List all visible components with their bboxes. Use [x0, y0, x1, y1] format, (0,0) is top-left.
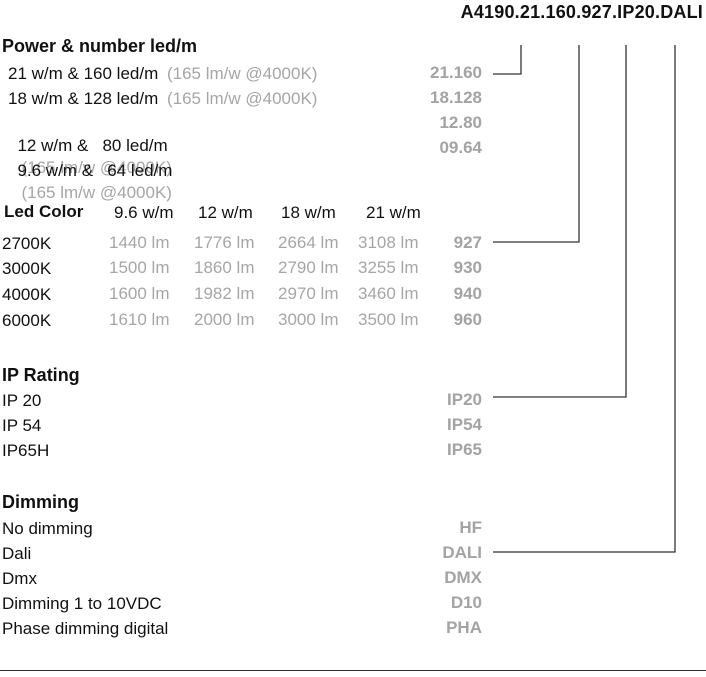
connector-color: [493, 45, 580, 243]
connector-ip: [493, 45, 627, 398]
lumen-cell: 1610 lm: [109, 310, 170, 329]
ip-section-title: IP Rating: [2, 365, 80, 385]
color-row-label: 6000K: [2, 311, 52, 330]
lumen-cell: 1500 lm: [109, 258, 170, 277]
power-row-note: (165 lm/w @4000K): [166, 89, 318, 108]
dimming-code-3: D10: [450, 593, 482, 612]
color-code-1: 930: [453, 258, 482, 277]
lumen-cell: 3108 lm: [358, 233, 419, 252]
color-code-0: 927: [453, 233, 482, 252]
power-section-title: Power & number led/m: [2, 36, 198, 56]
power-row-3: 9.6 w/m & 64 led/m (165 lm/w @4000K): [8, 138, 172, 204]
ip-code-0: IP20: [447, 390, 482, 409]
lumen-cell: 1860 lm: [194, 258, 255, 277]
dimming-code-0: HF: [459, 518, 482, 537]
ip-row-label: IP 20: [2, 391, 42, 410]
dimming-section-title: Dimming: [2, 492, 80, 512]
lumen-cell: 2790 lm: [278, 258, 339, 277]
power-row-label: 21 w/m & 160 led/m: [8, 64, 159, 83]
ip-row-label: IP 54: [2, 416, 42, 435]
power-code-0: 21.160: [430, 63, 482, 82]
lumen-cell: 2664 lm: [278, 233, 339, 252]
power-row-label: 18 w/m & 128 led/m: [8, 89, 159, 108]
dimming-row-label: Dali: [2, 544, 32, 563]
power-code-2: 12.80: [439, 113, 482, 132]
power-row-label: 12 w/m & 80 led/m: [17, 136, 168, 155]
connector-dimming: [493, 45, 676, 553]
lumen-cell: 1600 lm: [109, 284, 170, 303]
ip-code-2: IP65: [447, 440, 482, 459]
color-code-3: 960: [453, 310, 482, 329]
product-code: A4190.21.160.927.IP20.DALI: [460, 2, 703, 22]
color-col-header-2: 18 w/m: [281, 203, 336, 222]
lumen-cell: 3000 lm: [278, 310, 339, 329]
ip-code-1: IP54: [447, 415, 482, 434]
dimming-code-4: PHA: [446, 618, 482, 637]
color-section-title: Led Color: [4, 202, 84, 221]
power-row-0: 21 w/m & 160 led/m (165 lm/w @4000K): [8, 63, 317, 85]
dimming-row-label: No dimming: [2, 519, 93, 538]
lumen-cell: 1776 lm: [194, 233, 255, 252]
power-row-note: (165 lm/w @4000K): [21, 183, 172, 202]
power-row-note: (165 lm/w @4000K): [166, 64, 318, 83]
dimming-code-2: DMX: [444, 568, 482, 587]
power-row-note: (165 lm/w @4000K): [21, 158, 172, 177]
lumen-cell: 1982 lm: [194, 284, 255, 303]
color-row-label: 4000K: [2, 285, 52, 304]
lumen-cell: 3500 lm: [358, 310, 419, 329]
lumen-cell: 3255 lm: [358, 258, 419, 277]
dimming-row-label: Dmx: [2, 569, 37, 588]
color-row-label: 3000K: [2, 259, 52, 278]
color-col-header-0: 9.6 w/m: [114, 203, 174, 222]
power-row-2: 12 w/m & 80 led/m (165 lm/w @4000K): [8, 113, 172, 179]
color-row-label: 2700K: [2, 234, 52, 253]
power-row-1: 18 w/m & 128 led/m (165 lm/w @4000K): [8, 88, 317, 110]
lumen-cell: 1440 lm: [109, 233, 170, 252]
color-col-header-3: 21 w/m: [366, 203, 421, 222]
ip-row-label: IP65H: [2, 441, 50, 460]
color-col-header-1: 12 w/m: [198, 203, 253, 222]
lumen-cell: 2000 lm: [194, 310, 255, 329]
power-row-label: 9.6 w/m & 64 led/m: [17, 161, 173, 180]
bottom-divider: [0, 670, 706, 671]
dimming-row-label: Phase dimming digital: [2, 619, 169, 638]
lumen-cell: 3460 lm: [358, 284, 419, 303]
dimming-code-1: DALI: [442, 543, 482, 562]
dimming-row-label: Dimming 1 to 10VDC: [2, 594, 162, 613]
lumen-cell: 2970 lm: [278, 284, 339, 303]
power-code-3: 09.64: [439, 138, 482, 157]
color-code-2: 940: [453, 284, 482, 303]
power-code-1: 18.128: [430, 88, 482, 107]
connector-power: [493, 45, 522, 75]
